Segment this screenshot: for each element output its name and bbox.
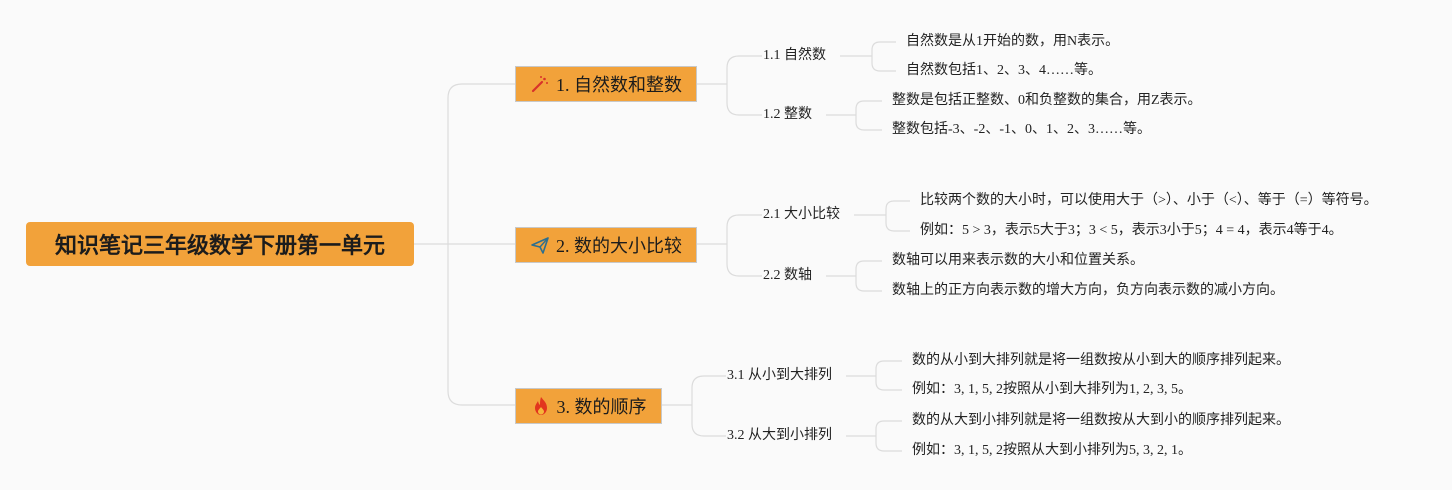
topic-3-label: 3. 数的顺序 bbox=[556, 397, 647, 417]
topic-2-label: 2. 数的大小比较 bbox=[556, 236, 682, 256]
subtopic-1-1[interactable]: 1.1 自然数 bbox=[763, 48, 826, 63]
leaf-1-1-2[interactable]: 自然数包括1、2、3、4……等。 bbox=[906, 63, 1102, 78]
topic-2[interactable]: 2. 数的大小比较 bbox=[515, 227, 697, 263]
subtopic-1-2[interactable]: 1.2 整数 bbox=[763, 107, 812, 122]
paper-plane-icon bbox=[530, 235, 550, 255]
leaf-2-2-1[interactable]: 数轴可以用来表示数的大小和位置关系。 bbox=[892, 253, 1144, 268]
leaf-3-1-2[interactable]: 例如：3, 1, 5, 2按照从小到大排列为1, 2, 3, 5。 bbox=[912, 382, 1192, 397]
subtopic-2-2[interactable]: 2.2 数轴 bbox=[763, 268, 812, 283]
leaf-2-1-1[interactable]: 比较两个数的大小时，可以使用大于（>）、小于（<）、等于（=）等符号。 bbox=[920, 193, 1378, 208]
root-title: 知识笔记三年级数学下册第一单元 bbox=[54, 234, 385, 259]
leaf-2-2-2[interactable]: 数轴上的正方向表示数的增大方向，负方向表示数的减小方向。 bbox=[892, 283, 1284, 298]
subtopic-2-1[interactable]: 2.1 大小比较 bbox=[763, 207, 840, 222]
fire-icon bbox=[531, 396, 551, 416]
magic-wand-icon bbox=[530, 74, 550, 94]
root-topic[interactable]: 知识笔记三年级数学下册第一单元 bbox=[26, 222, 414, 266]
leaf-1-2-2[interactable]: 整数包括-3、-2、-1、0、1、2、3……等。 bbox=[892, 122, 1151, 137]
subtopic-3-2[interactable]: 3.2 从大到小排列 bbox=[727, 428, 832, 443]
topic-1-label: 1. 自然数和整数 bbox=[556, 75, 682, 95]
leaf-3-2-2[interactable]: 例如：3, 1, 5, 2按照从大到小排列为5, 3, 2, 1。 bbox=[912, 443, 1192, 458]
leaf-3-1-1[interactable]: 数的从小到大排列就是将一组数按从小到大的顺序排列起来。 bbox=[912, 353, 1290, 368]
leaf-3-2-1[interactable]: 数的从大到小排列就是将一组数按从大到小的顺序排列起来。 bbox=[912, 413, 1290, 428]
topic-3[interactable]: 3. 数的顺序 bbox=[515, 388, 662, 424]
leaf-1-1-1[interactable]: 自然数是从1开始的数，用N表示。 bbox=[906, 34, 1120, 49]
topic-1[interactable]: 1. 自然数和整数 bbox=[515, 66, 697, 102]
subtopic-3-1[interactable]: 3.1 从小到大排列 bbox=[727, 368, 832, 383]
leaf-2-1-2[interactable]: 例如：5 > 3，表示5大于3；3 < 5，表示3小于5；4 = 4，表示4等于… bbox=[920, 223, 1343, 238]
leaf-1-2-1[interactable]: 整数是包括正整数、0和负整数的集合，用Z表示。 bbox=[892, 93, 1202, 108]
